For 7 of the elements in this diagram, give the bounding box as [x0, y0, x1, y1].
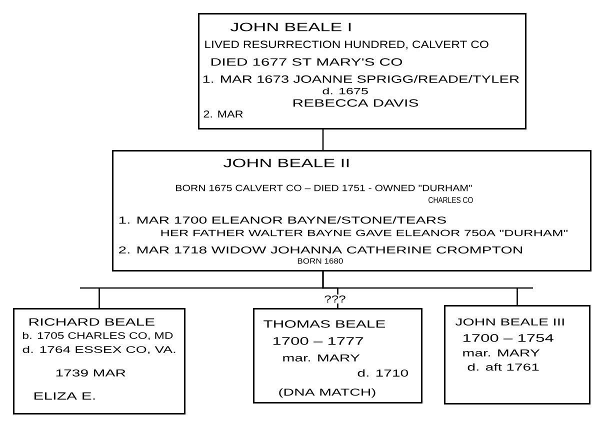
person-box: JOHN BEALE III 1700 – 1754 mar. MARY d. aft 1761: [444, 305, 590, 404]
person-box: JOHN BEALE I LIVED RESURRECTION HUNDRED, CALVERT CO DIED 1677 ST MARY'S CO 1. MAR 1673 JOANNE SPRIGG/READE/TYLER d. 1675 2. MAR REBECCA DAVIS: [198, 13, 526, 130]
edge-label: ???: [323, 294, 347, 304]
person-box: RICHARD BEALE b. 1705 CHARLES CO, MD d. 1764 ESSEX CO, VA. 1739 MAR ELIZA E.: [13, 308, 186, 414]
connector-line: [322, 270, 534, 306]
connector-line: [322, 130, 324, 150]
person-box: THOMAS BEALE 1700 – 1777 mar. MARY d. 1710 (DNA MATCH): [253, 308, 422, 404]
